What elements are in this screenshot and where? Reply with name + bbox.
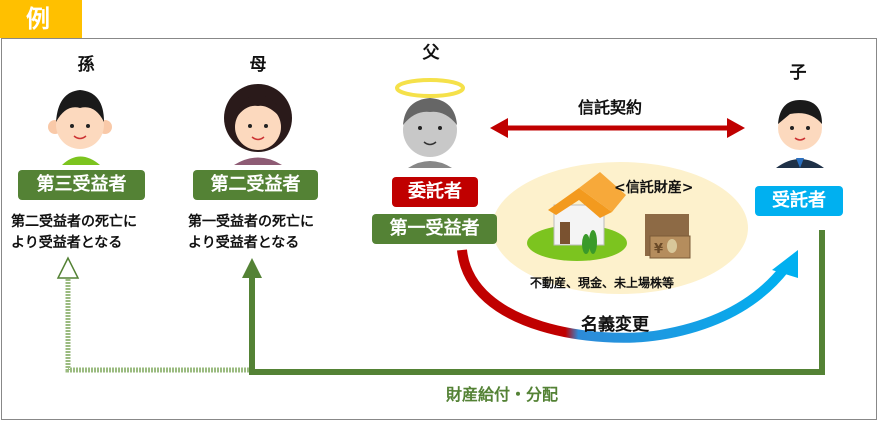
- example-tab: 例: [0, 0, 82, 38]
- grandchild-note-line2: より受益者となる: [11, 235, 123, 251]
- mother-note-line2: より受益者となる: [188, 235, 300, 251]
- grandchild-note-line1: 第二受益者の死亡に: [11, 214, 137, 230]
- trust-property-ellipse: [492, 162, 748, 294]
- transfer-arc-arrow: [457, 249, 789, 343]
- transfer-arrowhead: [772, 250, 798, 278]
- first-beneficiary-badge: 第一受益者: [372, 214, 497, 244]
- mother-avatar: [224, 84, 292, 165]
- grandchild-note: 第二受益者の死亡に より受益者となる: [11, 212, 137, 254]
- house-icon: [527, 172, 627, 261]
- father-avatar: [395, 78, 465, 168]
- third-beneficiary-badge: 第三受益者: [18, 170, 145, 200]
- contract-double-arrow: [490, 118, 745, 138]
- child-avatar: [776, 100, 824, 168]
- trustee-badge: 受託者: [755, 186, 843, 216]
- trust-property-items: 不動産、現金、未上場株等: [530, 276, 675, 290]
- distribution-line: [249, 230, 825, 375]
- father-name: 父: [422, 43, 440, 63]
- grandchild-avatar: [48, 90, 112, 165]
- mother-note: 第一受益者の死亡に より受益者となる: [188, 212, 314, 254]
- trust-property-title: <信託財産>: [614, 180, 694, 196]
- second-beneficiary-badge: 第二受益者: [193, 170, 318, 200]
- diagram-frame: [1, 38, 877, 420]
- contract-label: 信託契約: [578, 98, 643, 117]
- distribution-arrow-mother: [242, 258, 262, 278]
- grandchild-name: 孫: [77, 55, 95, 75]
- distribution-arrow-grandchild: [56, 256, 80, 279]
- child-name: 子: [789, 63, 807, 83]
- transfer-label: 名義変更: [581, 315, 649, 335]
- settlor-badge: 委託者: [392, 177, 478, 207]
- svg-text:¥: ¥: [654, 242, 663, 257]
- mother-note-line1: 第一受益者の死亡に: [188, 214, 314, 230]
- mother-name: 母: [249, 55, 267, 75]
- distribution-line-dashed: [65, 275, 249, 373]
- distribution-label: 財産給付・分配: [446, 385, 559, 404]
- cash-bundle-icon: ¥: [645, 214, 691, 259]
